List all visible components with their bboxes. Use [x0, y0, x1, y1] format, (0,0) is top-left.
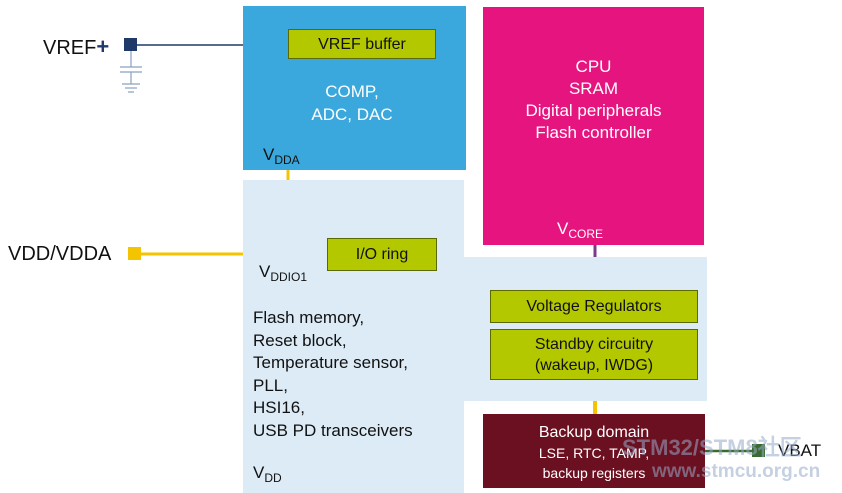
vref-buffer-label: VREF buffer	[318, 35, 406, 53]
backup-domain-block	[483, 414, 705, 488]
core-line-1: CPU	[575, 57, 612, 76]
analog-peripherals-text: COMP, ADC, DAC	[262, 80, 442, 126]
standby-circuitry-box: Standby circuitry (wakeup, IWDG)	[490, 329, 698, 380]
core-line-3: Digital peripherals	[525, 101, 662, 120]
backup-line-2: backup registers	[542, 465, 646, 481]
list-item: Temperature sensor,	[253, 353, 408, 372]
core-domain-block	[483, 7, 704, 245]
voltage-regulators-box: Voltage Regulators	[490, 290, 698, 323]
io-ring-box: I/O ring	[327, 238, 437, 271]
vdda-v: V	[263, 145, 275, 164]
core-functions-text: CPU SRAM Digital peripherals Flash contr…	[483, 56, 704, 144]
vcore-sub: CORE	[568, 227, 604, 241]
watermark-line-1: STM32/STM8社区	[622, 435, 802, 460]
vbat-pin-label: VBAT	[778, 441, 822, 460]
vref-plus-sign: +	[96, 34, 110, 59]
vcore-supply-label: VCORE	[557, 219, 603, 241]
vdd-peripheral-list: Flash memory, Reset block, Temperature s…	[253, 307, 413, 442]
watermark-line-2: www.stmcu.org.cn	[652, 461, 821, 482]
standby-line-1: Standby circuitry	[534, 335, 654, 353]
vdd-vdda-pin-label: VDD/VDDA	[8, 243, 112, 265]
vdd-v: V	[253, 463, 265, 482]
vref-pin	[124, 38, 137, 51]
vdda-sub: DDA	[274, 153, 300, 167]
list-item: HSI16,	[253, 398, 305, 417]
vddio1-v: V	[259, 262, 271, 281]
vcore-v: V	[557, 219, 569, 238]
vdd-domain-block	[243, 180, 464, 493]
vdd-sub: DD	[264, 471, 282, 485]
vref-capacitor-icon	[120, 50, 142, 93]
core-line-2: SRAM	[568, 79, 619, 98]
vref-label-text: VREF	[43, 37, 97, 59]
backup-line-1: LSE, RTC, TAMP,	[538, 445, 650, 461]
backup-domain-text: Backup domain LSE, RTC, TAMP, backup reg…	[483, 423, 705, 483]
vbat-pin	[752, 444, 765, 457]
standby-line-2: (wakeup, IWDG)	[534, 356, 654, 374]
list-item: Reset block,	[253, 330, 347, 350]
vref-buffer-box: VREF buffer	[288, 29, 436, 59]
vdda-supply-label: VDDA	[263, 145, 300, 167]
vdd-vdda-pin	[128, 247, 141, 260]
analog-line-2: ADC, DAC	[311, 105, 393, 124]
list-item: PLL,	[253, 375, 288, 395]
analog-line-1: COMP,	[325, 82, 379, 101]
vddio1-supply-label: VDDIO1	[259, 262, 307, 284]
vref-pin-label: VREF+	[43, 34, 109, 60]
voltage-regulators-label: Voltage Regulators	[526, 298, 662, 315]
vddio1-sub: DDIO1	[270, 270, 308, 284]
backup-title: Backup domain	[538, 424, 650, 441]
core-line-4: Flash controller	[535, 123, 652, 142]
vdd-supply-label: VDD	[253, 463, 282, 485]
io-ring-label: I/O ring	[355, 246, 409, 263]
list-item: Flash memory,	[253, 308, 365, 327]
list-item: USB PD transceivers	[253, 420, 413, 440]
